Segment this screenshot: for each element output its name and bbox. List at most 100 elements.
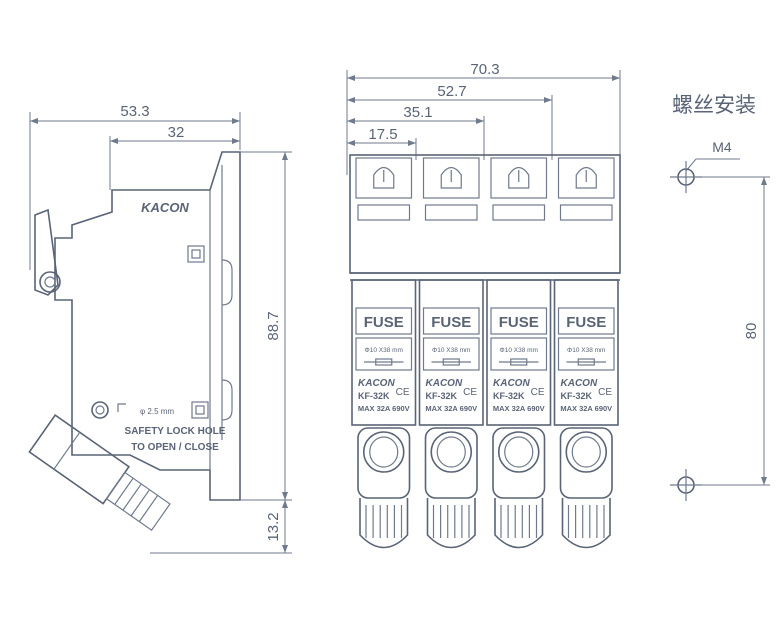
pole-rating: MAX 32A 690V bbox=[493, 404, 545, 413]
pole-body bbox=[486, 279, 552, 426]
dim-label-32: 32 bbox=[168, 124, 185, 141]
pole-brand: KACON bbox=[358, 378, 395, 389]
pole-top-cap bbox=[355, 157, 413, 199]
side-body-outline bbox=[54, 151, 241, 501]
pole-top-cap bbox=[557, 157, 615, 199]
side-brand: KACON bbox=[141, 200, 189, 215]
knob-inner bbox=[504, 436, 534, 468]
pivot-inner bbox=[44, 276, 56, 288]
knob-grip bbox=[494, 498, 544, 549]
knob-top bbox=[430, 431, 473, 473]
pin-square-top bbox=[187, 245, 205, 263]
fuse-size-box bbox=[422, 337, 480, 371]
knob-top bbox=[565, 431, 608, 473]
dim-label-80: 80 bbox=[743, 323, 760, 340]
pole-model: KF-32K bbox=[561, 391, 593, 401]
pole-rating: MAX 32A 690V bbox=[425, 404, 477, 413]
fuse-knob bbox=[424, 427, 478, 499]
ce-mark: CE bbox=[396, 387, 410, 398]
hole-label: φ 2.5 mm bbox=[140, 407, 174, 416]
fuse-size: Φ10 X38 mm bbox=[365, 347, 403, 354]
side-clip bbox=[221, 379, 233, 421]
lock-text-1: SAFETY LOCK HOLE bbox=[125, 426, 226, 437]
terminal-screw-icon bbox=[440, 166, 462, 189]
side-lever bbox=[34, 208, 59, 296]
ce-mark: CE bbox=[531, 387, 545, 398]
fuse-window bbox=[557, 307, 615, 335]
pole-model: KF-32K bbox=[426, 391, 458, 401]
pole-model: KF-32K bbox=[493, 391, 525, 401]
fuse-label: FUSE bbox=[499, 314, 539, 331]
side-clip bbox=[221, 259, 233, 306]
pole-brand: KACON bbox=[493, 378, 530, 389]
pin-square-bottom-inner bbox=[195, 405, 205, 415]
carrier-tip bbox=[105, 471, 171, 532]
dim-label-70-3: 70.3 bbox=[470, 61, 499, 78]
knob-grip bbox=[426, 498, 476, 549]
terminal-screw-icon bbox=[575, 166, 597, 189]
arrow bbox=[110, 138, 118, 144]
pin-square-bottom bbox=[191, 401, 209, 419]
fuse-label: FUSE bbox=[431, 314, 471, 331]
fuse-symbol-icon bbox=[375, 358, 393, 366]
safety-hole bbox=[91, 401, 109, 419]
lock-text-2: TO OPEN / CLOSE bbox=[131, 442, 219, 453]
fuse-size-box bbox=[355, 337, 413, 371]
knob-top bbox=[362, 431, 405, 473]
fuse-symbol-icon bbox=[442, 358, 460, 366]
mounting-view: 螺丝安装 M4 80 bbox=[670, 94, 770, 501]
pole-brand: KACON bbox=[426, 378, 463, 389]
knob-grip bbox=[561, 498, 611, 549]
side-view: 53.3 32 KACON φ 2.5 mm SAFETY LOCK HOLE … bbox=[28, 103, 292, 554]
dim-label-52-7: 52.7 bbox=[437, 83, 466, 100]
fuse-knob bbox=[492, 427, 546, 499]
pole-body bbox=[351, 279, 417, 426]
pole-model: KF-32K bbox=[358, 391, 390, 401]
knob-top bbox=[497, 431, 540, 473]
hole-pointer bbox=[117, 403, 126, 412]
dim-label-13-2: 13.2 bbox=[265, 512, 282, 541]
arrow bbox=[30, 118, 38, 124]
pole-rating: MAX 32A 690V bbox=[560, 404, 612, 413]
terminal-screw-icon bbox=[508, 166, 530, 189]
pole-clamp bbox=[492, 204, 546, 221]
knob-grip bbox=[359, 498, 409, 549]
fuse-symbol-icon bbox=[510, 358, 528, 366]
terminal-screw-icon bbox=[373, 166, 395, 189]
ce-mark: CE bbox=[598, 387, 612, 398]
fuse-carrier-open bbox=[28, 413, 171, 532]
pin-square-top-inner bbox=[191, 249, 201, 259]
pole-clamp bbox=[357, 204, 411, 221]
knob-inner bbox=[436, 436, 466, 468]
dim-label-35-1: 35.1 bbox=[403, 104, 432, 121]
fuse-window bbox=[355, 307, 413, 335]
screw-label: M4 bbox=[712, 139, 732, 155]
arrow bbox=[232, 118, 240, 124]
pole-clamp bbox=[559, 204, 613, 221]
fuse-knob bbox=[357, 427, 411, 499]
fuse-size-box bbox=[557, 337, 615, 371]
knob-inner bbox=[571, 436, 601, 468]
pole-rating: MAX 32A 690V bbox=[358, 404, 410, 413]
fuse-label: FUSE bbox=[566, 314, 606, 331]
ce-mark: CE bbox=[463, 387, 477, 398]
safety-hole-inner bbox=[95, 405, 105, 415]
pole-body bbox=[553, 279, 619, 426]
fuse-size-box bbox=[490, 337, 548, 371]
dim-label-53-3: 53.3 bbox=[120, 103, 149, 120]
fuse-size: Φ10 X38 mm bbox=[567, 347, 605, 354]
pole-top-cap bbox=[422, 157, 480, 199]
dim-label-88-7: 88.7 bbox=[265, 311, 282, 340]
fuse-window bbox=[490, 307, 548, 335]
carrier-body bbox=[28, 413, 131, 505]
fuse-size: Φ10 X38 mm bbox=[432, 347, 470, 354]
fuse-label: FUSE bbox=[364, 314, 404, 331]
